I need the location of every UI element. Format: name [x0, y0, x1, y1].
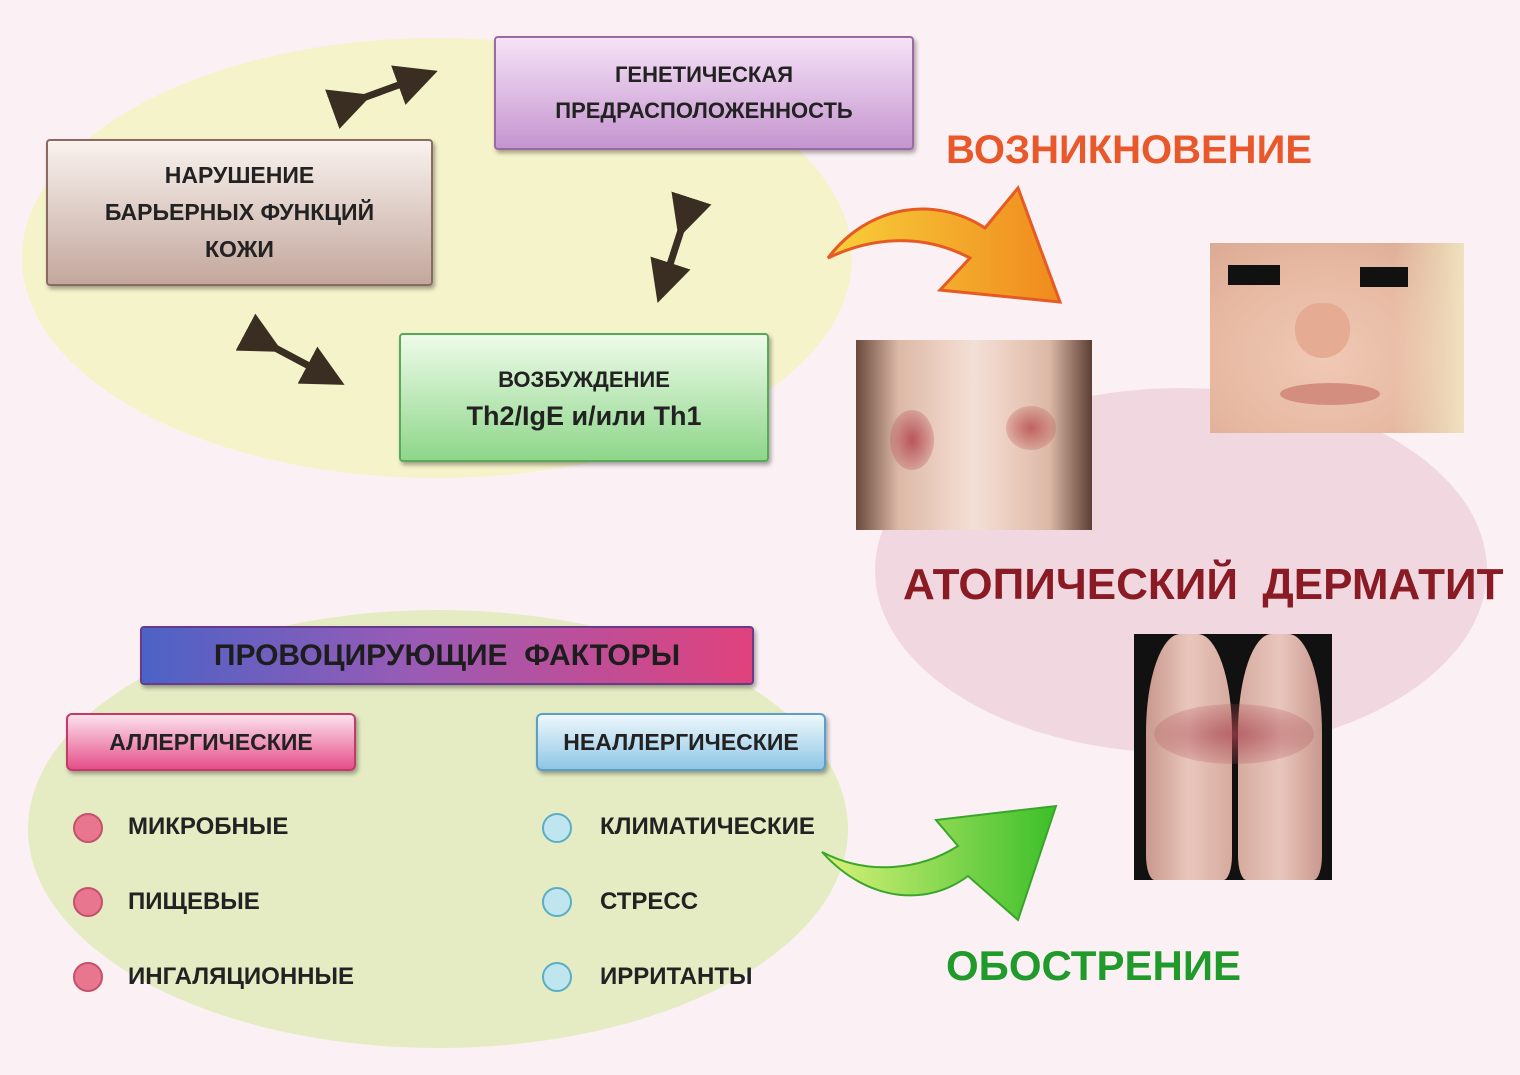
barrier-line-2: БАРЬЕРНЫХ ФУНКЦИЙ	[104, 199, 375, 225]
barrier-line-1: НАРУШЕНИЕ	[164, 162, 315, 188]
allergic-bullet	[73, 813, 103, 843]
diagnosis-title: АТОПИЧЕСКИЙ ДЕРМАТИТ	[903, 560, 1504, 609]
exacerbation-title: ОБОСТРЕНИЕ	[946, 942, 1242, 989]
allergic-item-microbial: МИКРОБНЫЕ	[128, 813, 289, 840]
nonallergic-label: НЕАЛЛЕРГИЧЕСКИЕ	[563, 728, 799, 755]
knees-eczema-photo	[1134, 634, 1332, 880]
curved-arrow-icon	[826, 185, 1063, 304]
child-face-photo	[1210, 243, 1464, 433]
skin-barrier-box: НАРУШЕНИЕ БАРЬЕРНЫХ ФУНКЦИЙ КОЖИ	[46, 139, 433, 286]
barrier-line-3: КОЖИ	[205, 236, 274, 262]
eye-censor-bar	[1360, 267, 1408, 287]
allergic-label: АЛЛЕРГИЧЕСКИЕ	[109, 728, 313, 755]
double-arrow-icon	[235, 313, 345, 385]
double-arrow-icon	[325, 65, 438, 129]
provoking-factors-header: ПРОВОЦИРУЮЩИЕ ФАКТОРЫ	[140, 626, 754, 685]
curved-arrow-icon	[821, 804, 1058, 922]
elbows-eczema-photo	[856, 340, 1092, 530]
allergic-item-food: ПИЩЕВЫЕ	[128, 888, 260, 915]
nonallergic-item-climatic: КЛИМАТИЧЕСКИЕ	[600, 813, 815, 840]
eye-censor-bar	[1228, 265, 1280, 285]
provoking-factors-title: ПРОВОЦИРУЮЩИЕ ФАКТОРЫ	[213, 638, 681, 672]
allergic-header: АЛЛЕРГИЧЕСКИЕ	[66, 713, 356, 771]
nonallergic-item-stress: СТРЕСС	[600, 888, 699, 915]
nonallergic-bullet	[542, 887, 572, 917]
nonallergic-header: НЕАЛЛЕРГИЧЕСКИЕ	[536, 713, 826, 771]
nonallergic-bullet	[542, 813, 572, 843]
allergic-bullet	[73, 887, 103, 917]
allergic-bullet	[73, 962, 103, 992]
nonallergic-item-irritants: ИРРИТАНТЫ	[600, 963, 753, 990]
immune-line-1: ВОЗБУЖДЕНИЕ	[498, 366, 670, 392]
double-arrow-icon	[650, 191, 712, 303]
genetic-line-1: ГЕНЕТИЧЕСКАЯ	[614, 62, 794, 87]
nonallergic-bullet	[542, 962, 572, 992]
genetic-line-2: ПРЕДРАСПОЛОЖЕННОСТЬ	[555, 98, 853, 123]
immune-line-2: Th2/IgE и/или Th1	[466, 400, 702, 431]
genetic-predisposition-box: ГЕНЕТИЧЕСКАЯ ПРЕДРАСПОЛОЖЕННОСТЬ	[494, 36, 914, 150]
allergic-item-inhalation: ИНГАЛЯЦИОННЫЕ	[128, 963, 355, 990]
immune-activation-box: ВОЗБУЖДЕНИЕ Th2/IgE и/или Th1	[399, 333, 769, 462]
onset-title: ВОЗНИКНОВЕНИЕ	[946, 128, 1312, 172]
